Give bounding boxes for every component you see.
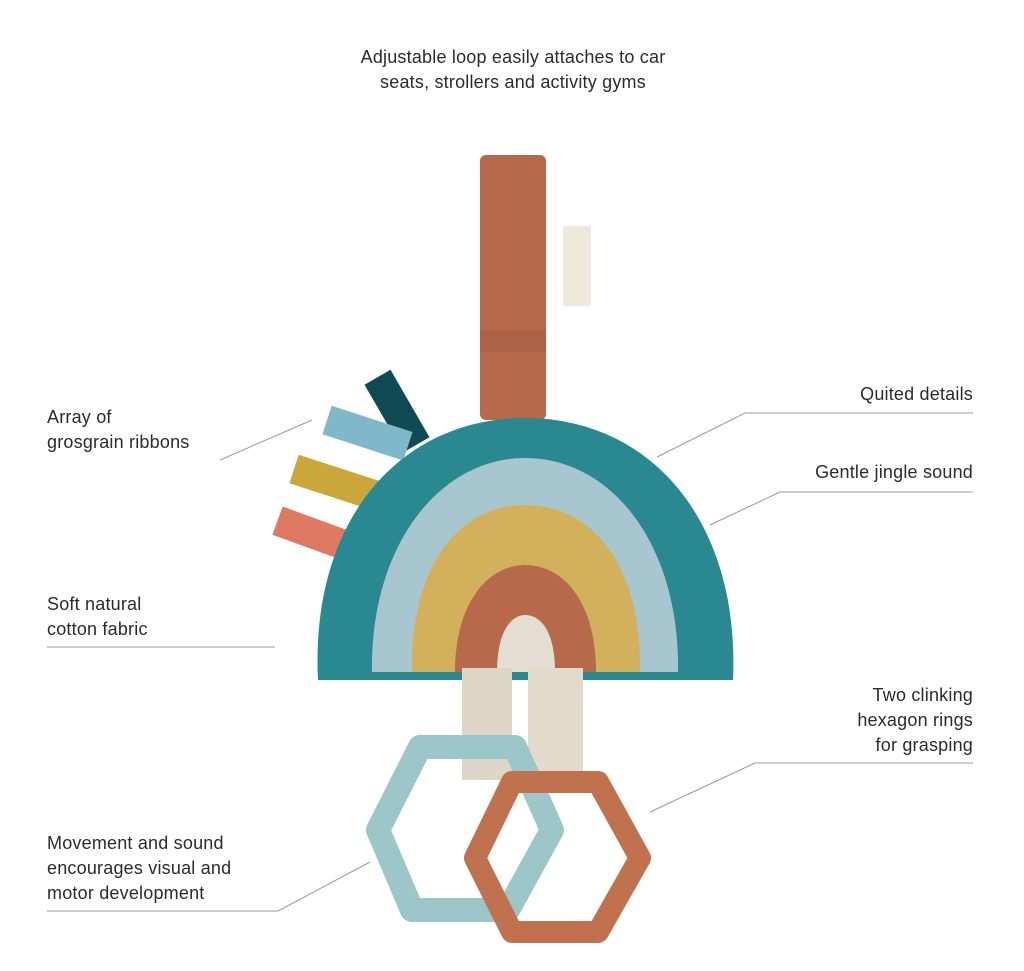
- callout-movement: Movement and sound encourages visual and…: [47, 831, 231, 906]
- callout-line: Quited details: [860, 384, 973, 404]
- callout-line: Gentle jingle sound: [815, 462, 973, 482]
- leader-lines: [47, 412, 973, 912]
- ribbon-mustard: [289, 454, 380, 510]
- leader-line-quilted: [656, 412, 973, 458]
- ribbon-light-blue: [322, 405, 413, 461]
- callout-line: encourages visual and: [47, 858, 232, 878]
- callout-jingle: Gentle jingle sound: [815, 460, 973, 485]
- leader-line-rings: [649, 762, 973, 813]
- leader-line-ribbons: [219, 419, 313, 461]
- callout-line: Array of: [47, 407, 112, 427]
- leader-line-jingle: [709, 491, 973, 526]
- hexagon-ring-rust: [464, 771, 651, 943]
- callout-line: Movement and sound: [47, 833, 224, 853]
- callout-line: Soft natural: [47, 594, 142, 614]
- rainbow-body: [317, 418, 734, 680]
- callout-line: Two clinking: [872, 685, 973, 705]
- leader-line-movement: [47, 861, 371, 912]
- callout-quilted: Quited details: [860, 382, 973, 407]
- ring-strap-left: [462, 668, 512, 780]
- callout-line: cotton fabric: [47, 619, 148, 639]
- loop-strap: [480, 155, 546, 420]
- callout-line: grosgrain ribbons: [47, 432, 190, 452]
- callout-line: motor development: [47, 883, 205, 903]
- ribbon-dark-teal: [364, 369, 430, 453]
- callout-fabric: Soft natural cotton fabric: [47, 592, 148, 642]
- callout-rings: Two clinking hexagon rings for grasping: [857, 683, 973, 758]
- callout-line: Adjustable loop easily attaches to car: [360, 47, 666, 67]
- callout-line: for grasping: [875, 735, 973, 755]
- callout-adjustable-loop: Adjustable loop easily attaches to car s…: [0, 45, 1024, 95]
- ring-strap-right: [528, 668, 583, 786]
- brand-tag: [563, 226, 591, 306]
- callout-line: seats, strollers and activity gyms: [380, 72, 646, 92]
- callout-line: hexagon rings: [857, 710, 973, 730]
- callout-ribbons: Array of grosgrain ribbons: [47, 405, 189, 455]
